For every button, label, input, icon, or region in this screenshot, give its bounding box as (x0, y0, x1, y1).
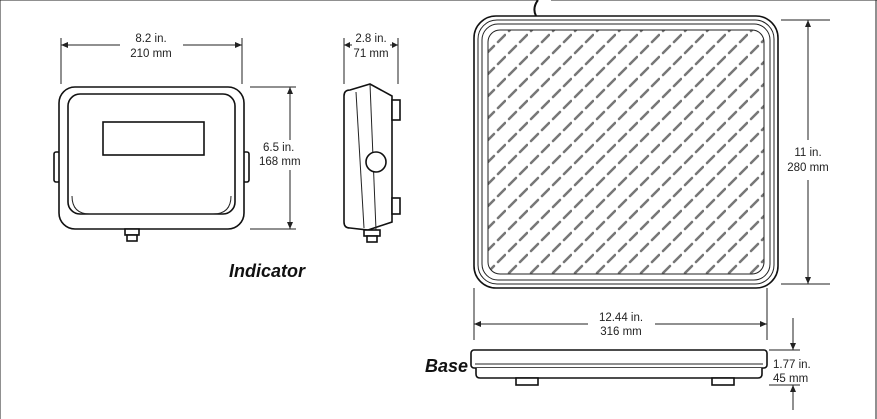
indicator-height-dimension (250, 86, 296, 230)
indicator-height-mm: 168 mm (259, 156, 301, 168)
base-length-in: 11 in. (794, 147, 821, 159)
indicator-front-view (53, 86, 250, 242)
base-side-view (470, 349, 768, 386)
base-label: Base (425, 356, 468, 376)
base-length-dimension (781, 19, 830, 285)
indicator-depth-in: 2.8 in. (355, 33, 386, 45)
base-width-dimension (473, 288, 768, 340)
base-length-mm: 280 mm (787, 162, 829, 174)
base-width-mm: 316 mm (600, 326, 642, 338)
indicator-width-mm: 210 mm (130, 48, 172, 60)
indicator-depth-dimension (343, 38, 399, 84)
base-height-mm: 45 mm (773, 373, 808, 385)
base-height-in: 1.77 in. (773, 359, 811, 371)
base-top-view (473, 0, 779, 289)
indicator-height-in: 6.5 in. (263, 142, 294, 154)
indicator-width-in: 8.2 in. (135, 33, 166, 45)
indicator-depth-mm: 71 mm (353, 48, 388, 60)
base-width-in: 12.44 in. (599, 312, 643, 324)
base-height-dimension (769, 318, 800, 410)
indicator-label: Indicator (229, 261, 306, 281)
indicator-width-dimension (60, 38, 243, 84)
indicator-side-view (343, 83, 401, 243)
